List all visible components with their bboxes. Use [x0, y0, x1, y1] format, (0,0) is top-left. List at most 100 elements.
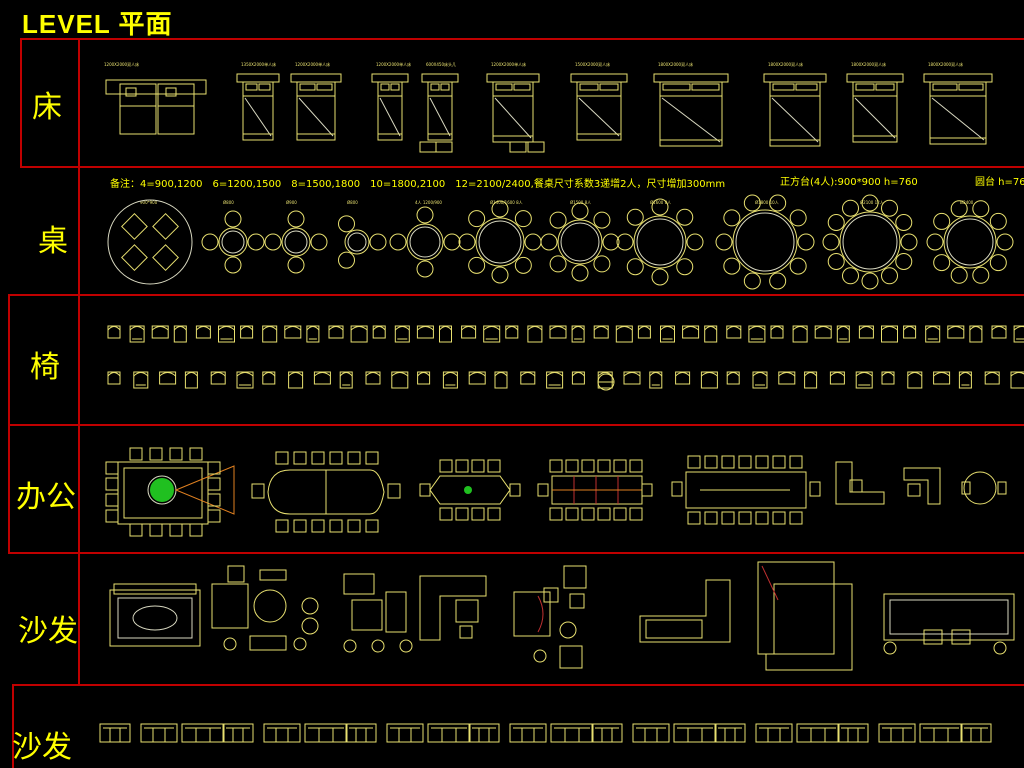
- chair-block: [925, 325, 941, 343]
- armchair-block: [804, 371, 818, 389]
- armchair-block: [571, 371, 585, 385]
- armchair-block: [442, 371, 458, 389]
- oval-meeting-table-block: [419, 459, 521, 521]
- tv-sofa-group-block: [211, 565, 319, 651]
- long-meeting-table-block: [537, 459, 653, 521]
- square-table-note: 正方台(4人):900*900 h=760: [780, 177, 918, 188]
- chair-block: [660, 325, 675, 343]
- chair-block: [770, 325, 784, 339]
- svg-text:1350X2000单人床: 1350X2000单人床: [241, 61, 276, 67]
- sofa-block: [140, 723, 178, 743]
- chair-block: [284, 325, 302, 339]
- chair-block: [615, 325, 633, 343]
- chair-block: [372, 325, 386, 339]
- svg-text:900*900: 900*900: [140, 200, 158, 205]
- bed-block: 1350X2000单人床: [236, 61, 280, 141]
- row-divider: [8, 424, 1024, 426]
- row-divider: [12, 684, 1024, 686]
- round-table-note: 圆台 h=76: [975, 177, 1024, 188]
- l-shaped-sofa-block: [419, 575, 487, 641]
- chair-block: [571, 325, 585, 343]
- round-table-block: Ø1400/1600 8人: [458, 200, 542, 284]
- sofa-block: [386, 723, 424, 743]
- chair-block: [461, 325, 477, 339]
- chair-block: [903, 325, 917, 339]
- chair-block: [1013, 325, 1024, 343]
- bed-block: 600X450床头几: [421, 61, 459, 141]
- chair-block: [704, 325, 718, 343]
- svg-text:Ø1400/1600 8人: Ø1400/1600 8人: [490, 200, 523, 205]
- armchair-block: [700, 371, 718, 389]
- column-divider: [12, 684, 14, 768]
- armchair-block: [649, 371, 663, 389]
- chair-block: [416, 325, 434, 339]
- category-label-bed: 床: [32, 90, 62, 125]
- chair-block: [350, 325, 368, 343]
- round-office-chair-block: [961, 471, 1007, 505]
- armchair-block: [726, 371, 740, 385]
- sofa-block: [468, 723, 500, 743]
- armchair-block: [984, 371, 1000, 385]
- bed-block: 1200X2000双人床: [104, 61, 207, 135]
- bed-block: 1800X2000双人床: [653, 61, 729, 147]
- nightstand-block: [509, 141, 527, 153]
- column-divider: [78, 38, 80, 684]
- armchair-block: [236, 371, 254, 389]
- armchair-block: [546, 371, 564, 389]
- meeting-room-block: [105, 447, 235, 537]
- sofa-block: [755, 723, 793, 743]
- armchair-block: [288, 371, 304, 389]
- armchair-block: [391, 371, 409, 389]
- nightstand-block: [527, 141, 545, 153]
- bed-block: 1200X2000单人床: [290, 61, 342, 141]
- l-desk-block: [835, 461, 885, 505]
- chair-block: [748, 325, 766, 343]
- armchair-block: [159, 371, 177, 385]
- chair-block: [836, 325, 850, 343]
- svg-text:Ø1800 10人: Ø1800 10人: [755, 200, 779, 205]
- chair-block: [682, 325, 700, 339]
- sofa-block: [263, 723, 301, 743]
- svg-text:1800X2000双人床: 1800X2000双人床: [928, 61, 963, 67]
- svg-text:1200X2000单人床: 1200X2000单人床: [491, 61, 526, 67]
- armchair-block: [520, 371, 536, 385]
- armchair-block: [313, 371, 331, 385]
- chair-block: [218, 325, 235, 343]
- bed-block: 1500X2000双人床: [570, 61, 628, 141]
- chair-block: [394, 325, 410, 343]
- armchair-block: [933, 371, 951, 385]
- armchair-block: [184, 371, 198, 389]
- armchair-block: [778, 371, 796, 385]
- row-divider: [20, 166, 1024, 168]
- bed-block: 1800X2000双人床: [923, 61, 993, 145]
- svg-text:4人 1200/900: 4人 1200/900: [415, 200, 442, 205]
- round-table-block: 900*900: [107, 199, 193, 285]
- svg-text:1800X2000双人床: 1800X2000双人床: [658, 61, 693, 67]
- category-label-table: 桌: [38, 224, 68, 259]
- sofa-block: [345, 723, 377, 743]
- large-sectional-sofa-block: [757, 561, 853, 671]
- svg-text:1200X2000单人床: 1200X2000单人床: [376, 61, 411, 67]
- nightstand-block: [435, 141, 453, 153]
- chair-block: [107, 325, 121, 339]
- chair-block: [947, 325, 965, 339]
- chair-block: [858, 325, 874, 339]
- chair-block: [593, 325, 609, 339]
- conference-table-block: [251, 451, 401, 533]
- chair-block: [195, 325, 211, 339]
- round-table-block: Ø800: [338, 200, 387, 269]
- bed-block: 1200X2000单人床: [486, 61, 540, 143]
- svg-text:Ø800: Ø800: [347, 200, 358, 205]
- page-title: LEVEL 平面: [22, 9, 173, 39]
- column-divider: [20, 38, 22, 166]
- chair-block: [328, 325, 344, 339]
- armchair-block: [365, 371, 381, 385]
- svg-text:1500X2000双人床: 1500X2000双人床: [575, 61, 610, 67]
- sofa-block: [837, 723, 869, 743]
- svg-text:1800X2000双人床: 1800X2000双人床: [851, 61, 886, 67]
- bed-block: 1200X2000单人床: [371, 61, 411, 141]
- boardroom-table-block: [671, 455, 821, 525]
- row-divider: [8, 294, 1024, 296]
- armchair-block: [829, 371, 845, 385]
